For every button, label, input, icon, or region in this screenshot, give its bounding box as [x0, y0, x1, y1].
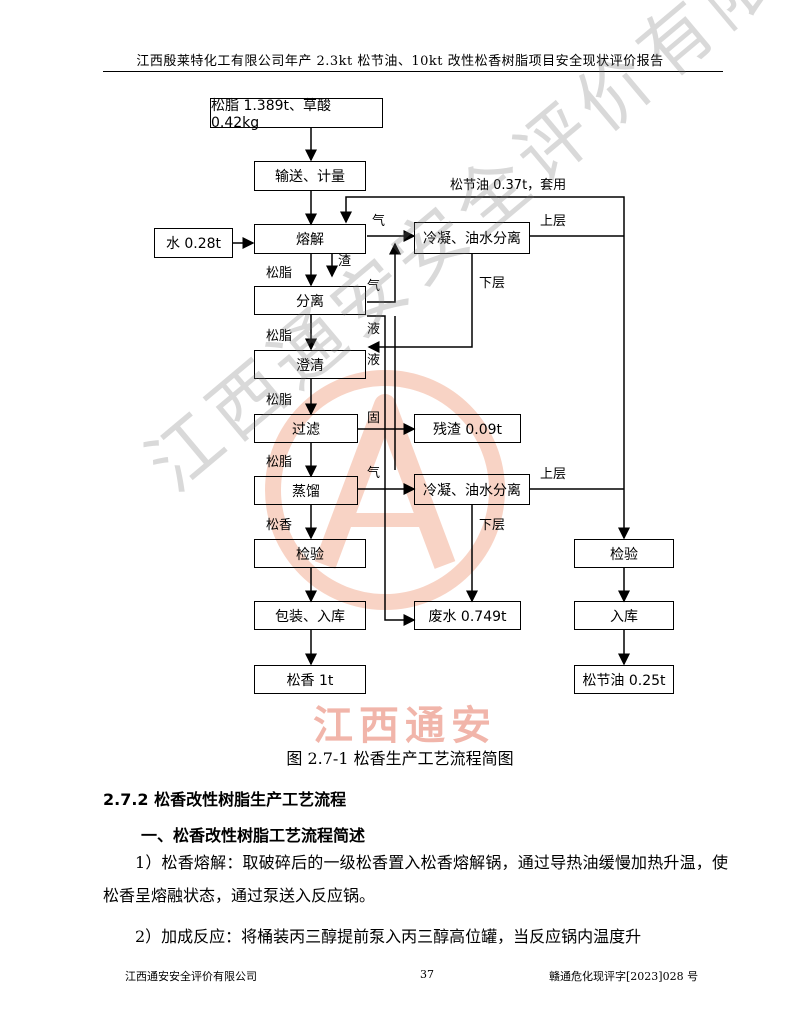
flow-box-inspect: 检验: [254, 539, 366, 568]
flow-label-gas-2: 气: [367, 279, 381, 294]
flow-label-slag: 渣: [338, 254, 352, 269]
flow-box-water: 水 0.28t: [154, 228, 233, 258]
paragraph-2: 2）加成反应：将桶装丙三醇提前泵入丙三醇高位罐，当反应锅内温度升: [135, 927, 642, 946]
flow-label-liquid-2: 液: [367, 353, 381, 368]
flow-label-rosin-4: 松脂: [266, 455, 293, 470]
flow-box-product-rosin: 松香 1t: [254, 665, 366, 694]
figure-caption: 图 2.7-1 松香生产工艺流程简图: [286, 749, 514, 768]
flow-box-condense-1: 冷凝、油水分离: [414, 222, 530, 254]
flow-box-storage-2: 入库: [574, 601, 674, 630]
section-heading: 2.7.2 松香改性树脂生产工艺流程: [103, 790, 347, 809]
flow-box-melt: 熔解: [254, 224, 366, 254]
flowchart-lines: [233, 127, 630, 666]
flow-label-rosin-3: 松脂: [266, 393, 293, 408]
header-rule: [103, 71, 723, 72]
footer-company: 江西通安安全评价有限公司: [125, 970, 257, 983]
flow-box-wastewater: 废水 0.749t: [414, 601, 521, 630]
flow-label-lower-2: 下层: [479, 518, 506, 533]
flow-label-lower-1: 下层: [479, 276, 506, 291]
flow-label-upper-1: 上层: [540, 214, 567, 229]
flow-label-gas-3: 气: [367, 466, 381, 481]
flow-box-separate: 分离: [254, 286, 366, 315]
flow-box-product-turpentine: 松节油 0.25t: [574, 665, 674, 694]
flow-box-distill: 蒸馏: [254, 476, 358, 505]
flow-box-condense-2: 冷凝、油水分离: [414, 474, 530, 505]
flow-label-rosin-5: 松香: [266, 518, 293, 533]
footer-doc-number: 赣通危化现评字[2023]028 号: [549, 970, 699, 983]
flow-box-residue: 残渣 0.09t: [414, 414, 521, 443]
flow-label-rosin-2: 松脂: [266, 329, 293, 344]
flow-label-rosin-1: 松脂: [266, 266, 293, 281]
footer-page-number: 37: [420, 968, 434, 981]
flow-label-recycle: 松节油 0.37t，套用: [450, 178, 567, 193]
section-subheading: 一、松香改性树脂工艺流程简述: [141, 826, 366, 845]
flow-box-package: 包装、入库: [254, 601, 366, 630]
flow-box-inspect-2: 检验: [574, 539, 674, 568]
flow-label-liquid-1: 液: [367, 322, 381, 337]
flow-box-clarify: 澄清: [254, 350, 366, 379]
flow-label-solid: 固: [367, 411, 381, 426]
process-flowchart: 松脂 1.389t、草酸 0.42kg 输送、计量 水 0.28t 熔解 分离 …: [154, 98, 674, 694]
flow-label-upper-2: 上层: [540, 467, 567, 482]
flow-box-filter: 过滤: [254, 414, 358, 443]
paragraph-1: 1）松香熔解：取破碎后的一级松香置入松香熔解锅，通过导热油缓慢加热升温，使松香呈…: [103, 853, 728, 905]
flow-box-input: 松脂 1.389t、草酸 0.42kg: [210, 98, 383, 131]
flow-label-gas-1: 气: [372, 214, 386, 229]
header-title: 江西殷莱特化工有限公司年产 2.3kt 松节油、10kt 改性松香树脂项目安全现…: [136, 54, 664, 69]
flow-box-transport: 输送、计量: [254, 161, 366, 191]
